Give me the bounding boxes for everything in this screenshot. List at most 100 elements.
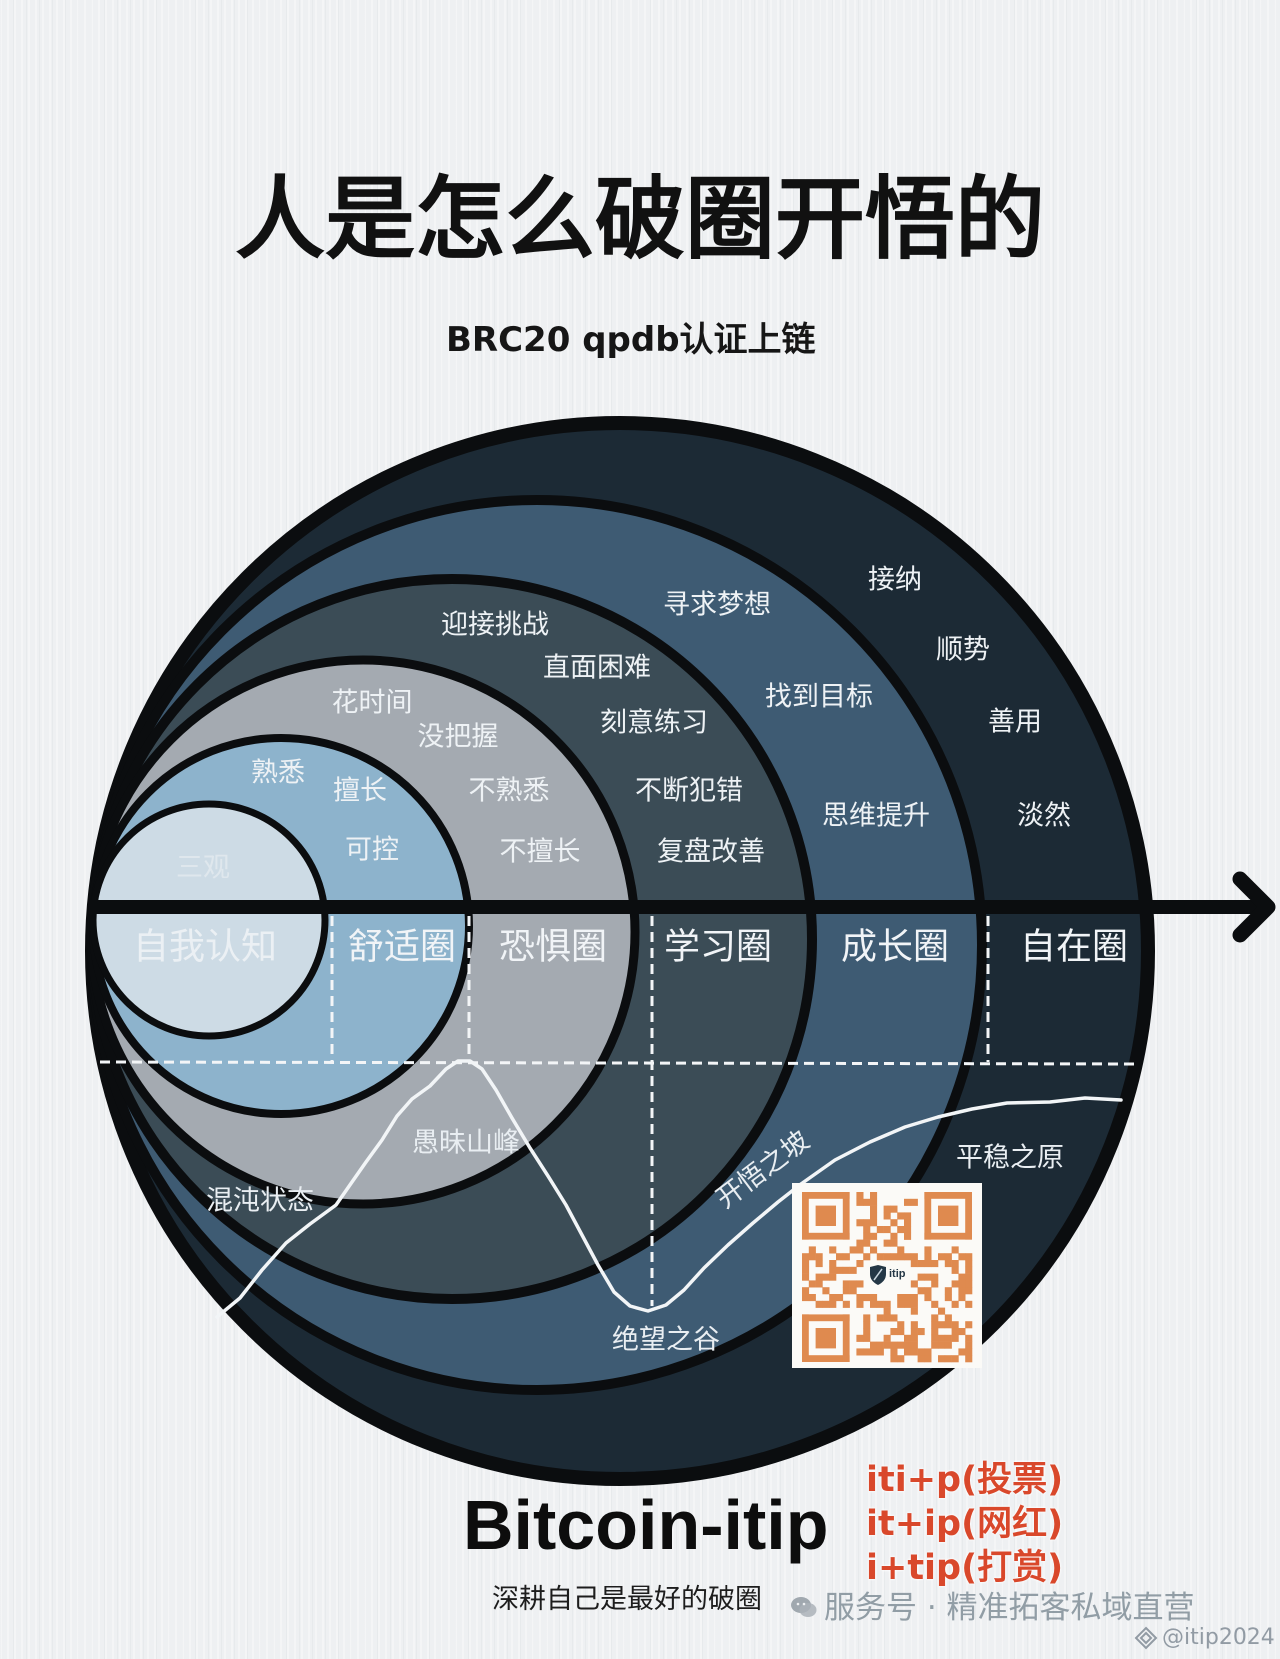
qr-module xyxy=(938,1205,959,1226)
qr-module xyxy=(802,1260,810,1268)
qr-module xyxy=(829,1273,837,1281)
region-label-learning: 学习圈 xyxy=(664,927,772,968)
qr-module xyxy=(944,1287,952,1295)
qr-module xyxy=(904,1198,912,1206)
qr-module xyxy=(863,1253,871,1261)
service-account-text: 服务号 · 精准拓客私域直营 xyxy=(824,1590,1195,1626)
qr-module xyxy=(883,1300,891,1308)
curve-label-chaos: 混沌状态 xyxy=(206,1186,314,1217)
qr-module xyxy=(883,1314,891,1322)
qr-module xyxy=(829,1300,837,1308)
qr-module xyxy=(904,1294,912,1302)
qr-module xyxy=(870,1219,878,1227)
qr-module xyxy=(910,1328,918,1336)
keyword-label: 淡然 xyxy=(1017,801,1071,832)
qr-module xyxy=(870,1294,878,1302)
qr-module xyxy=(863,1219,871,1227)
qr-module xyxy=(802,1287,810,1295)
keyword-label: 可控 xyxy=(345,835,399,866)
keyword-label: 熟悉 xyxy=(251,758,305,789)
qr-module xyxy=(931,1280,939,1288)
qr-module xyxy=(890,1253,898,1261)
ring-self-awareness xyxy=(89,800,329,1040)
qr-module xyxy=(965,1348,973,1356)
qr-module xyxy=(890,1205,898,1213)
qr-module xyxy=(965,1280,973,1288)
qr-module xyxy=(863,1328,871,1336)
qr-module xyxy=(815,1328,836,1349)
qr-module xyxy=(822,1287,830,1295)
qr-module xyxy=(910,1260,918,1268)
qr-module xyxy=(842,1280,850,1288)
qr-module xyxy=(802,1314,850,1322)
qr-module xyxy=(924,1294,932,1302)
qr-module xyxy=(931,1334,939,1342)
qr-module xyxy=(849,1287,857,1295)
qr-module xyxy=(842,1192,850,1240)
handle-text: @itip2024 xyxy=(1162,1625,1275,1650)
qr-module xyxy=(965,1341,973,1349)
qr-module xyxy=(815,1205,836,1226)
qr-module xyxy=(904,1226,912,1234)
qr-module xyxy=(863,1314,871,1322)
keyword-label: 不断犯错 xyxy=(635,776,743,807)
qr-module xyxy=(897,1294,905,1302)
qr-module xyxy=(938,1307,946,1315)
keyword-label: 直面困难 xyxy=(543,653,651,684)
wechat-icon xyxy=(791,1597,817,1617)
brand-slogan: 深耕自己是最好的破圈 xyxy=(492,1584,762,1615)
qr-module xyxy=(815,1273,823,1281)
qr-module xyxy=(890,1328,898,1336)
qr-module xyxy=(917,1348,925,1356)
region-label-self-awareness: 自我认知 xyxy=(133,927,277,968)
brand-name: Bitcoin-itip xyxy=(463,1486,829,1564)
qr-module xyxy=(938,1341,946,1349)
qr-module xyxy=(965,1192,972,1240)
keyword-label: 花时间 xyxy=(332,688,413,719)
qr-module xyxy=(910,1280,918,1288)
qr-module xyxy=(958,1273,966,1281)
qr-module xyxy=(910,1348,918,1356)
qr-module xyxy=(883,1239,891,1247)
qr-module xyxy=(924,1192,932,1240)
keyword-label: 三观 xyxy=(176,853,230,884)
handle-watermark: @itip2024 xyxy=(1134,1624,1275,1652)
qr-module xyxy=(904,1341,912,1349)
dashed-guides xyxy=(99,916,1136,1306)
qr-module xyxy=(951,1355,959,1363)
qr-module xyxy=(924,1355,932,1363)
keyword-label: 不擅长 xyxy=(500,837,581,868)
qr-module xyxy=(924,1348,932,1356)
qr-module xyxy=(829,1246,837,1254)
qr-module xyxy=(870,1232,878,1240)
qr-module xyxy=(910,1307,918,1315)
qr-module xyxy=(890,1341,898,1349)
curve-label-valley: 绝望之谷 xyxy=(612,1325,720,1356)
qr-module xyxy=(897,1341,905,1349)
qr-module xyxy=(904,1219,912,1227)
qr-module xyxy=(965,1355,973,1363)
qr-module xyxy=(965,1273,973,1281)
qr-module xyxy=(856,1198,864,1206)
keyword-label: 复盘改善 xyxy=(657,837,765,868)
qr-module xyxy=(958,1294,966,1302)
qr-module xyxy=(870,1348,878,1356)
qr-module xyxy=(802,1232,850,1240)
qr-module xyxy=(876,1314,884,1322)
qr-module xyxy=(938,1321,946,1329)
qr-module xyxy=(863,1294,871,1302)
qr-module xyxy=(836,1294,844,1302)
qr-module xyxy=(863,1348,871,1356)
qr-module xyxy=(802,1314,809,1362)
qr-module xyxy=(924,1246,932,1254)
qr-module xyxy=(924,1232,972,1240)
qr-module xyxy=(842,1266,850,1274)
qr-module xyxy=(958,1328,966,1336)
qr-module xyxy=(944,1334,952,1342)
qr-module xyxy=(965,1260,973,1268)
qr-module xyxy=(836,1253,844,1261)
qr-module xyxy=(924,1287,932,1295)
qr-module xyxy=(890,1355,898,1363)
qr-module xyxy=(849,1280,857,1288)
qr-module xyxy=(897,1226,905,1234)
